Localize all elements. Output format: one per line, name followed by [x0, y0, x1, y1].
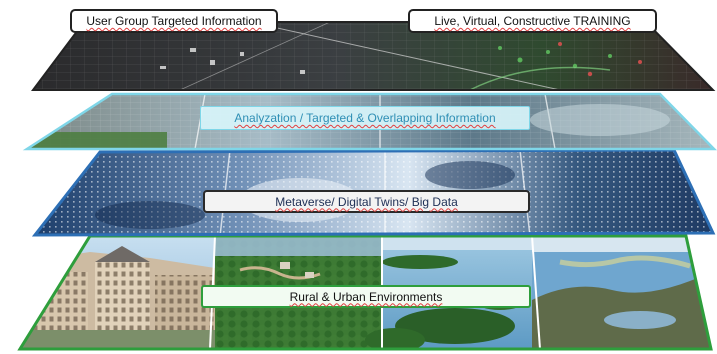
rural-urban-environments-label: Rural & Urban Environments: [201, 285, 531, 308]
analyzation-label: Analyzation / Targeted & Overlapping Inf…: [200, 106, 530, 130]
user-group-targeted-information-label: User Group Targeted Information: [70, 9, 278, 33]
city-buildings-photo: [20, 236, 215, 349]
layer-tactical: [31, 21, 716, 91]
lvc-training-label: Live, Virtual, Constructive TRAINING: [408, 9, 657, 33]
metaverse-digital-twins-label: Metaverse/ Digital Twins/ Big Data: [203, 190, 530, 213]
coastline-aerial-photo: [532, 236, 711, 349]
